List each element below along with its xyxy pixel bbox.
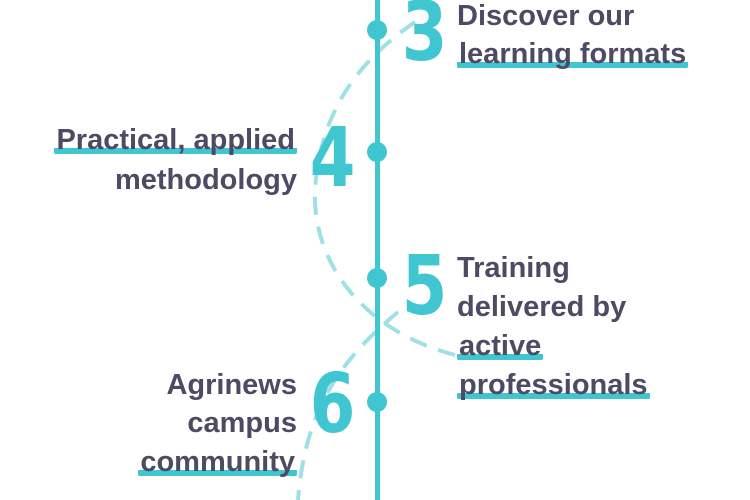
timeline-dot <box>367 20 387 40</box>
timeline-axis <box>375 0 380 500</box>
step-text: Discover our <box>457 0 635 32</box>
step-number: 3 <box>401 0 448 80</box>
step-text: Agrinews <box>166 369 297 401</box>
step-text: campus <box>187 407 297 439</box>
step-text: learning formats <box>457 38 689 70</box>
timeline-dot <box>367 392 387 412</box>
step-text: professionals <box>457 369 650 401</box>
step-number: 6 <box>309 357 356 452</box>
step-number: 5 <box>401 239 448 334</box>
timeline-dot <box>367 268 387 288</box>
step-number: 4 <box>309 111 356 206</box>
step-text: active <box>457 330 544 362</box>
timeline-dot <box>367 142 387 162</box>
step-text: Practical, applied <box>54 124 297 156</box>
step-text: community <box>138 446 297 478</box>
step-text: delivered by <box>457 291 627 323</box>
step-text: methodology <box>114 164 297 196</box>
step-text: Training <box>457 252 570 284</box>
